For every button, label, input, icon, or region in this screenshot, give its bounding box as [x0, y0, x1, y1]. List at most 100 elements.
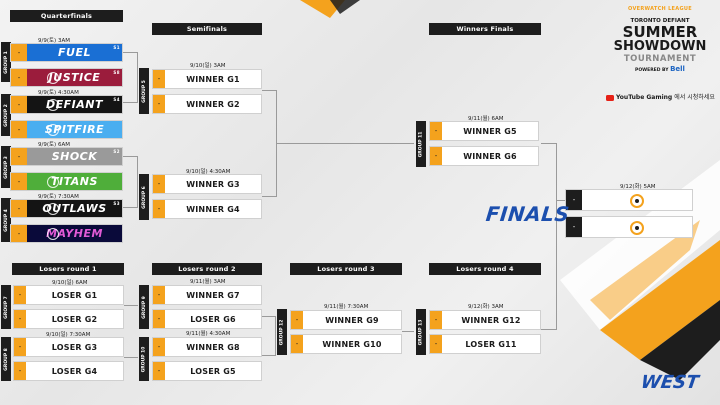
connector-line	[402, 331, 414, 332]
score-cell: -	[291, 335, 303, 353]
match-date: 9/10(일) 7:30AM	[46, 332, 91, 338]
score-cell: -	[11, 148, 27, 165]
match-slot-winner-g8: -WINNER G8	[152, 337, 262, 357]
match-slot-winner-g10: - WINNER G10	[290, 334, 402, 354]
group-12-tab: GROUP 12	[277, 309, 287, 355]
score-cell: -	[11, 69, 27, 86]
youtube-suffix: 에서 시청하세요	[674, 94, 715, 101]
sponsor-logo: Bell	[670, 65, 685, 73]
score-cell: -	[153, 286, 165, 304]
group-5-tab: GROUP 5	[139, 68, 149, 114]
match-slot-winners-final-a: -WINNER G5	[429, 121, 539, 141]
overwatch-logo-icon	[630, 194, 644, 208]
group-8-tab: GROUP 8	[1, 337, 11, 381]
group-label: GROUP 3	[3, 155, 9, 179]
match-slot-loser-g6: - LOSER G6	[152, 309, 262, 329]
match-slot-loser-g5: -LOSER G5	[152, 361, 262, 381]
group-label: GROUP 7	[3, 295, 9, 319]
header-losers-round-2: Losers round 2	[152, 263, 262, 275]
slot-label: LOSER G1	[51, 290, 98, 300]
titans-emblem-icon	[47, 176, 59, 188]
score-cell: -	[11, 173, 27, 190]
score-cell: -	[153, 338, 165, 356]
team-name: DEFIANT	[46, 98, 103, 111]
group-label: GROUP 5	[141, 79, 147, 103]
connector-line	[541, 143, 557, 228]
team-name: FUEL	[58, 46, 91, 59]
youtube-play-icon	[606, 94, 614, 101]
team-logo-titans: TITANS	[27, 173, 122, 190]
match-slot-winner-g12: -WINNER G12	[429, 310, 541, 330]
title-line-3: TOURNAMENT	[623, 54, 697, 64]
seed-badge: S1	[113, 45, 120, 50]
justice-emblem-icon	[47, 72, 59, 84]
match-slot-loser-g1: - LOSER G1	[13, 285, 124, 305]
youtube-label: YouTube Gaming	[616, 94, 673, 101]
match-slot-loser-g2: -LOSER G2	[13, 309, 124, 329]
match-slot-semi-a2: -WINNER G2	[152, 94, 262, 114]
group-11-tab: GROUP 11	[416, 121, 426, 167]
connector-line	[124, 305, 138, 306]
header-losers-round-4: Losers round 4	[429, 263, 541, 275]
team-row-titans: - TITANS	[10, 172, 123, 191]
slot-label: LOSER G6	[190, 314, 236, 324]
slot-label: WINNER G3	[186, 179, 240, 189]
connector-line	[124, 357, 138, 358]
team-row-shock: - SHOCK S2	[10, 147, 123, 166]
score-cell: -	[14, 362, 26, 380]
score-cell: -	[153, 310, 165, 328]
match-slot-winners-final-b: -WINNER G6	[429, 146, 539, 166]
group-6-tab: GROUP 6	[139, 174, 149, 220]
score-cell: -	[430, 147, 442, 165]
match-date: 9/11(월) 4:30AM	[186, 331, 231, 337]
spitfire-emblem-icon	[47, 124, 59, 136]
match-date: 9/10(일) 4:30AM	[186, 169, 231, 175]
title-line-1: SUMMER	[622, 23, 698, 41]
seed-badge: S3	[113, 201, 120, 206]
group-3-tab: GROUP 3	[1, 146, 11, 188]
group-label: GROUP 13	[418, 319, 424, 345]
score-cell: -	[11, 200, 27, 217]
header-semifinals: Semifinals	[152, 23, 262, 35]
finals-label: FINALS	[484, 202, 571, 226]
group-label: GROUP 6	[141, 185, 147, 209]
slot-label: WINNER G5	[463, 126, 517, 136]
team-name: SHOCK	[51, 150, 98, 163]
slot-label: WINNER G4	[186, 204, 240, 214]
youtube-gaming-notice: YouTube Gaming 에서 시청하세요	[606, 92, 715, 101]
slot-label: WINNER G9	[325, 315, 379, 325]
team-name: TITANS	[51, 175, 98, 188]
team-row-mayhem: - MAYHEM	[10, 224, 123, 243]
match-date: 9/11(월) 3AM	[190, 279, 226, 285]
team-logo-mayhem: MAYHEM	[27, 225, 122, 242]
group-9-tab: GROUP 9	[139, 285, 149, 329]
connector-line	[541, 228, 557, 330]
match-slot-semi-b1: -WINNER G3	[152, 174, 262, 194]
score-cell: -	[11, 121, 27, 138]
group-10-tab: GROUP 10	[139, 337, 149, 381]
group-label: GROUP 12	[279, 319, 285, 345]
connector-line	[262, 316, 276, 356]
score-cell: -	[430, 335, 442, 353]
score-cell: -	[14, 338, 26, 356]
group-label: GROUP 10	[141, 346, 147, 372]
powered-by: POWERED BY Bell	[610, 65, 710, 73]
match-slot-winner-g9: -WINNER G9	[290, 310, 402, 330]
slot-label: WINNER G10	[322, 339, 382, 349]
group-label: GROUP 4	[3, 208, 9, 232]
score-cell: -	[430, 311, 442, 329]
match-slot-loser-g11: -LOSER G11	[429, 334, 541, 354]
match-date: 9/9(토) 3AM	[38, 38, 70, 44]
seed-badge: S2	[113, 149, 120, 154]
score-cell: -	[14, 310, 26, 328]
match-date: 9/9(토) 4:30AM	[38, 90, 79, 96]
match-date: 9/11(월) 6AM	[468, 116, 504, 122]
score-cell: -	[11, 225, 27, 242]
score-cell: -	[14, 286, 26, 304]
